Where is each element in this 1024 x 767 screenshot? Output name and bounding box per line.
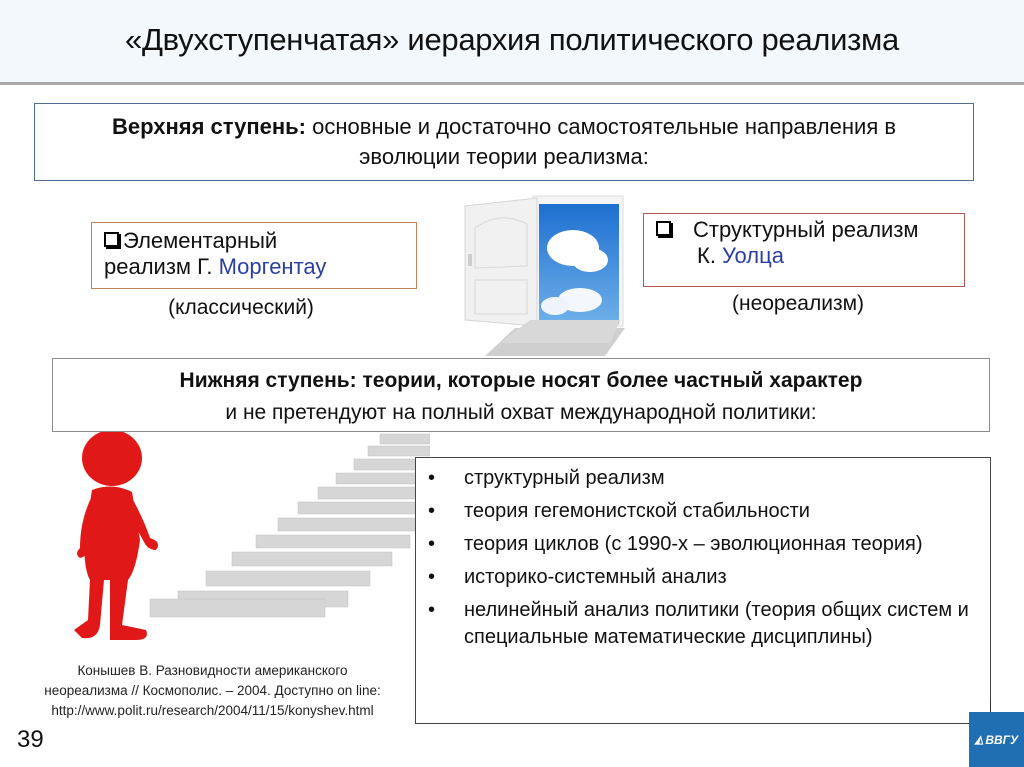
red-person-figure xyxy=(74,430,158,640)
checkbox-bullet-icon xyxy=(104,232,119,247)
upper-level-line2: эволюции теории реализма: xyxy=(359,144,649,169)
waltz-line1: Структурный реализм xyxy=(656,217,964,243)
slide-header: «Двухступенчатая» иерархия политического… xyxy=(0,0,1024,85)
list-item: теория циклов (с 1990-х – эволюционная т… xyxy=(416,531,990,558)
waltz-author: Уолца xyxy=(722,243,784,268)
neorealism-caption: (неореализм) xyxy=(731,292,865,315)
upper-level-label: Верхняя ступень: xyxy=(111,114,307,139)
lower-level-line1: Нижняя ступень: теории, которые носят бо… xyxy=(179,369,863,392)
morgenthau-author: Моргентау xyxy=(218,254,327,279)
waltz-card: Структурный реализм К. Уолца xyxy=(643,213,965,287)
upper-level-box: Верхняя ступень: основные и достаточно с… xyxy=(34,103,974,181)
classical-caption: (классический) xyxy=(168,296,314,319)
waltz-line2: К. Уолца xyxy=(697,243,784,268)
slide-title: «Двухступенчатая» иерархия политического… xyxy=(125,22,899,57)
staircase-illustration xyxy=(149,433,430,618)
upper-level-line1: Верхняя ступень: основные и достаточно с… xyxy=(35,112,973,142)
door-sky-illustration xyxy=(464,195,625,356)
morgenthau-line1: Элементарный xyxy=(104,228,416,254)
lower-level-line2: и не претендуют на полный охват междунар… xyxy=(225,401,817,424)
list-item: нелинейный анализ политики (теория общих… xyxy=(416,597,990,651)
upper-level-text: основные и достаточно самостоятельные на… xyxy=(306,114,897,139)
list-item: структурный реализм xyxy=(416,465,990,492)
list-item: теория гегемонистской стабильности xyxy=(416,498,990,525)
checkbox-bullet-icon xyxy=(656,221,671,236)
list-item: историко-системный анализ xyxy=(416,564,990,591)
morgenthau-card: Элементарный реализм Г. Моргентау xyxy=(91,222,417,289)
university-logo: ◭ВВГУ xyxy=(969,712,1024,767)
page-number: 39 xyxy=(17,726,44,753)
morgenthau-line2: реализм Г. Моргентау xyxy=(104,254,327,279)
theories-list-box: структурный реализм теория гегемонистско… xyxy=(415,457,991,724)
citation-url: http://www.polit.ru/research/2004/11/15/… xyxy=(51,703,374,718)
divider xyxy=(990,700,991,712)
theories-list: структурный реализм теория гегемонистско… xyxy=(416,465,990,651)
lower-level-box: Нижняя ступень: теории, которые носят бо… xyxy=(52,358,990,432)
sail-logo-icon: ◭ xyxy=(974,734,984,746)
citation: Конышев В. Разновидности американского н… xyxy=(20,661,405,721)
